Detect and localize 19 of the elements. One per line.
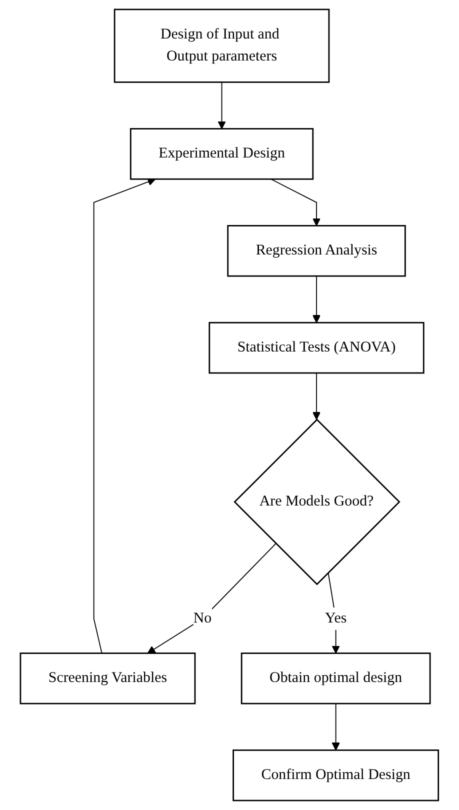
- edge-label: No: [193, 610, 212, 626]
- arrow: [332, 703, 340, 751]
- node-box: [208, 322, 424, 374]
- arrow: [93, 178, 156, 654]
- flowchart: No Yes Design of Input and Output parameters Experimental Design Regression Analysis Statistical Tests (ANOVA) Are Models Good? Screening Variables Obtain optimal design Confirm Optimal Design: [13, 2, 446, 808]
- edge-label: Yes: [325, 610, 347, 626]
- node-box: [114, 8, 330, 83]
- node-box: [232, 750, 440, 802]
- node-box: [240, 652, 431, 704]
- arrow: [328, 572, 340, 654]
- arrow: [312, 372, 321, 420]
- node-box: [20, 652, 196, 704]
- node-box: [130, 128, 314, 180]
- node-box: [227, 225, 406, 277]
- arrow: [147, 543, 276, 654]
- arrow: [218, 82, 226, 130]
- arrow: [270, 178, 321, 226]
- arrow: [312, 276, 321, 324]
- node-diamond: [234, 418, 400, 586]
